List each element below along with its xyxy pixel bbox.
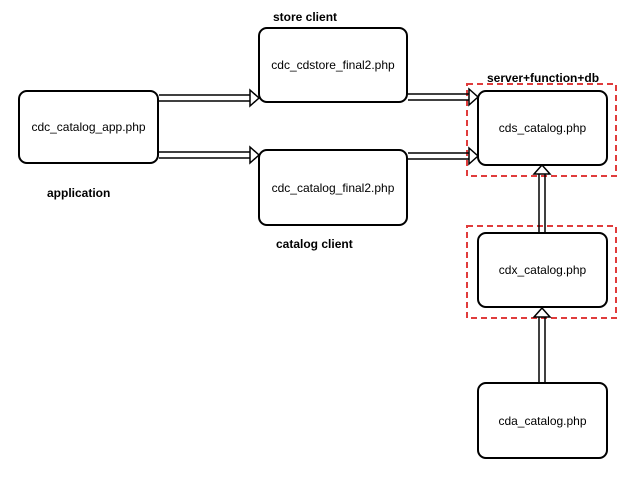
node-app: cdc_catalog_app.php: [18, 90, 159, 164]
arrow-app-to-catalog-client: [159, 145, 261, 165]
label-application: application: [47, 186, 111, 200]
server-group-box: [466, 83, 617, 177]
node-cds: cds_catalog.php: [477, 90, 608, 166]
cdx-group-box: [466, 225, 617, 319]
node-store-client: cdc_cdstore_final2.php: [258, 27, 408, 103]
node-cdx: cdx_catalog.php: [477, 232, 608, 308]
arrow-cdx-to-cds: [532, 163, 552, 232]
label-server-group: server+function+db: [487, 71, 600, 85]
node-catalog-client: cdc_catalog_final2.php: [258, 149, 408, 226]
label-store-client: store client: [273, 10, 338, 24]
label-catalog-client: catalog client: [276, 237, 353, 251]
arrow-store-client-to-cds: [408, 87, 480, 107]
node-cda: cda_catalog.php: [477, 382, 608, 459]
arrow-app-to-store-client: [159, 88, 261, 108]
arrow-cda-to-cdx: [532, 306, 552, 382]
arrow-catalog-client-to-cds: [408, 146, 480, 166]
